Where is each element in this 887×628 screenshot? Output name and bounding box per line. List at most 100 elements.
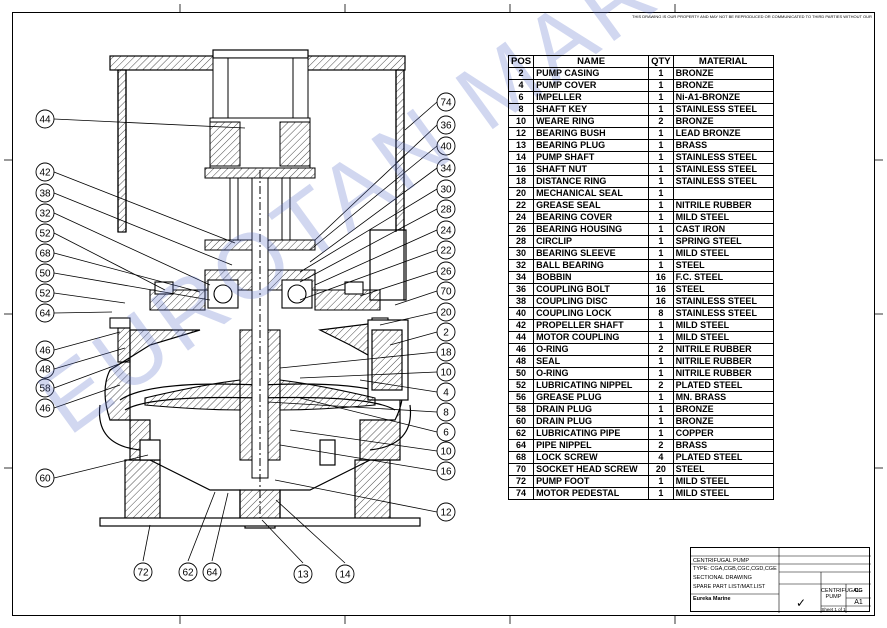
callout-right-circle [436,322,456,342]
cell-material: Ni-A1-BRONZE [672,91,774,104]
cell-pos: 6 [507,91,535,104]
callout-right: 16 [440,467,452,478]
cell-qty: 1 [648,199,674,212]
cell-pos: 68 [507,451,535,464]
cell-name: DISTANCE RING [533,175,650,188]
cell-pos: 44 [507,331,535,344]
cell-pos: 38 [507,295,535,308]
sheet-size: A1 [854,599,863,606]
callout-left-circle [35,109,55,129]
cell-pos: 13 [507,139,535,152]
callout-bottom-circle [178,562,198,582]
cell-material: BRONZE [672,67,774,80]
cell-name: COUPLING LOCK [533,307,650,320]
cell-material: COPPER [672,427,774,440]
cell-pos: 16 [507,163,535,176]
cell-pos: 20 [507,187,535,200]
cell-pos: 22 [507,199,535,212]
callout-left-circle [35,398,55,418]
title-line-1: CENTRIFUGAL PUMP [693,558,750,564]
cell-material: PLATED STEEL [672,451,774,464]
cell-pos: 2 [507,67,535,80]
cell-qty: 1 [648,427,674,440]
callout-right-circle [436,422,456,442]
callout-left-circle [35,340,55,360]
callout-right-circle [436,302,456,322]
callout-right: 4 [443,388,449,399]
cell-qty: 1 [648,403,674,416]
sheet-number: Sheet 1 of 1 [821,607,846,612]
cell-qty: 1 [648,223,674,236]
cell-name: LUBRICATING NIPPEL [533,379,650,392]
cell-qty: 4 [648,451,674,464]
callout-right-circle [436,461,456,481]
header-name: NAME [533,55,650,68]
cell-material: PLATED STEEL [672,379,774,392]
cell-pos: 32 [507,259,535,272]
cell-name: BEARING SLEEVE [533,247,650,260]
cell-material: MILD STEEL [672,319,774,332]
parts-table-header: POS NAME QTY MATERIAL [507,55,774,68]
cell-qty: 16 [648,295,674,308]
cell-pos: 70 [507,463,535,476]
cell-pos: 14 [507,151,535,164]
cell-material: BRASS [672,139,774,152]
callout-left-circle [35,359,55,379]
cell-name: SHAFT KEY [533,103,650,116]
callout-right: 22 [440,246,452,257]
callout-right-circle [436,342,456,362]
callout-left-circle [35,283,55,303]
cell-pos: 18 [507,175,535,188]
cell-material: BRASS [672,439,774,452]
cell-name: PIPE NIPPEL [533,439,650,452]
cell-material: MILD STEEL [672,211,774,224]
callout-right-circle [436,220,456,240]
callout-right-circle [436,199,456,219]
cell-pos: 48 [507,355,535,368]
motor-coupling [204,57,316,251]
header-qty: QTY [648,55,674,68]
right-title: CENTRIFUGAL PUMP [821,588,860,600]
cell-pos: 26 [507,223,535,236]
cell-qty: 1 [648,487,674,500]
cell-pos: 10 [507,115,535,128]
cell-qty: 20 [648,463,674,476]
callout-left-circle [35,203,55,223]
cell-qty: 1 [648,355,674,368]
cell-material: STAINLESS STEEL [672,151,774,164]
cell-pos: 74 [507,487,535,500]
title-block-grid [691,548,871,613]
cell-material: STAINLESS STEEL [672,175,774,188]
cell-name: BEARING HOUSING [533,223,650,236]
callout-right: 28 [440,205,452,216]
cell-qty: 1 [648,475,674,488]
cell-name: COUPLING BOLT [533,283,650,296]
cell-material: MILD STEEL [672,331,774,344]
pump-shaft [251,170,269,525]
cell-pos: 8 [507,103,535,116]
cell-material: BRONZE [672,415,774,428]
cell-material: STEEL [672,283,774,296]
callout-right: 6 [443,428,449,439]
callout-left: 60 [39,474,51,485]
cell-qty: 1 [648,247,674,260]
cell-material: CAST IRON [672,223,774,236]
callout-left-circle [35,162,55,182]
cell-name: COUPLING DISC [533,295,650,308]
callout-left: 42 [39,168,51,179]
cell-name: PROPELLER SHAFT [533,319,650,332]
callout-right: 20 [440,308,452,319]
header-notice: THIS DRAWING IS OUR PROPERTY AND MAY NOT… [632,14,872,19]
cell-name: GREASE PLUG [533,391,650,404]
